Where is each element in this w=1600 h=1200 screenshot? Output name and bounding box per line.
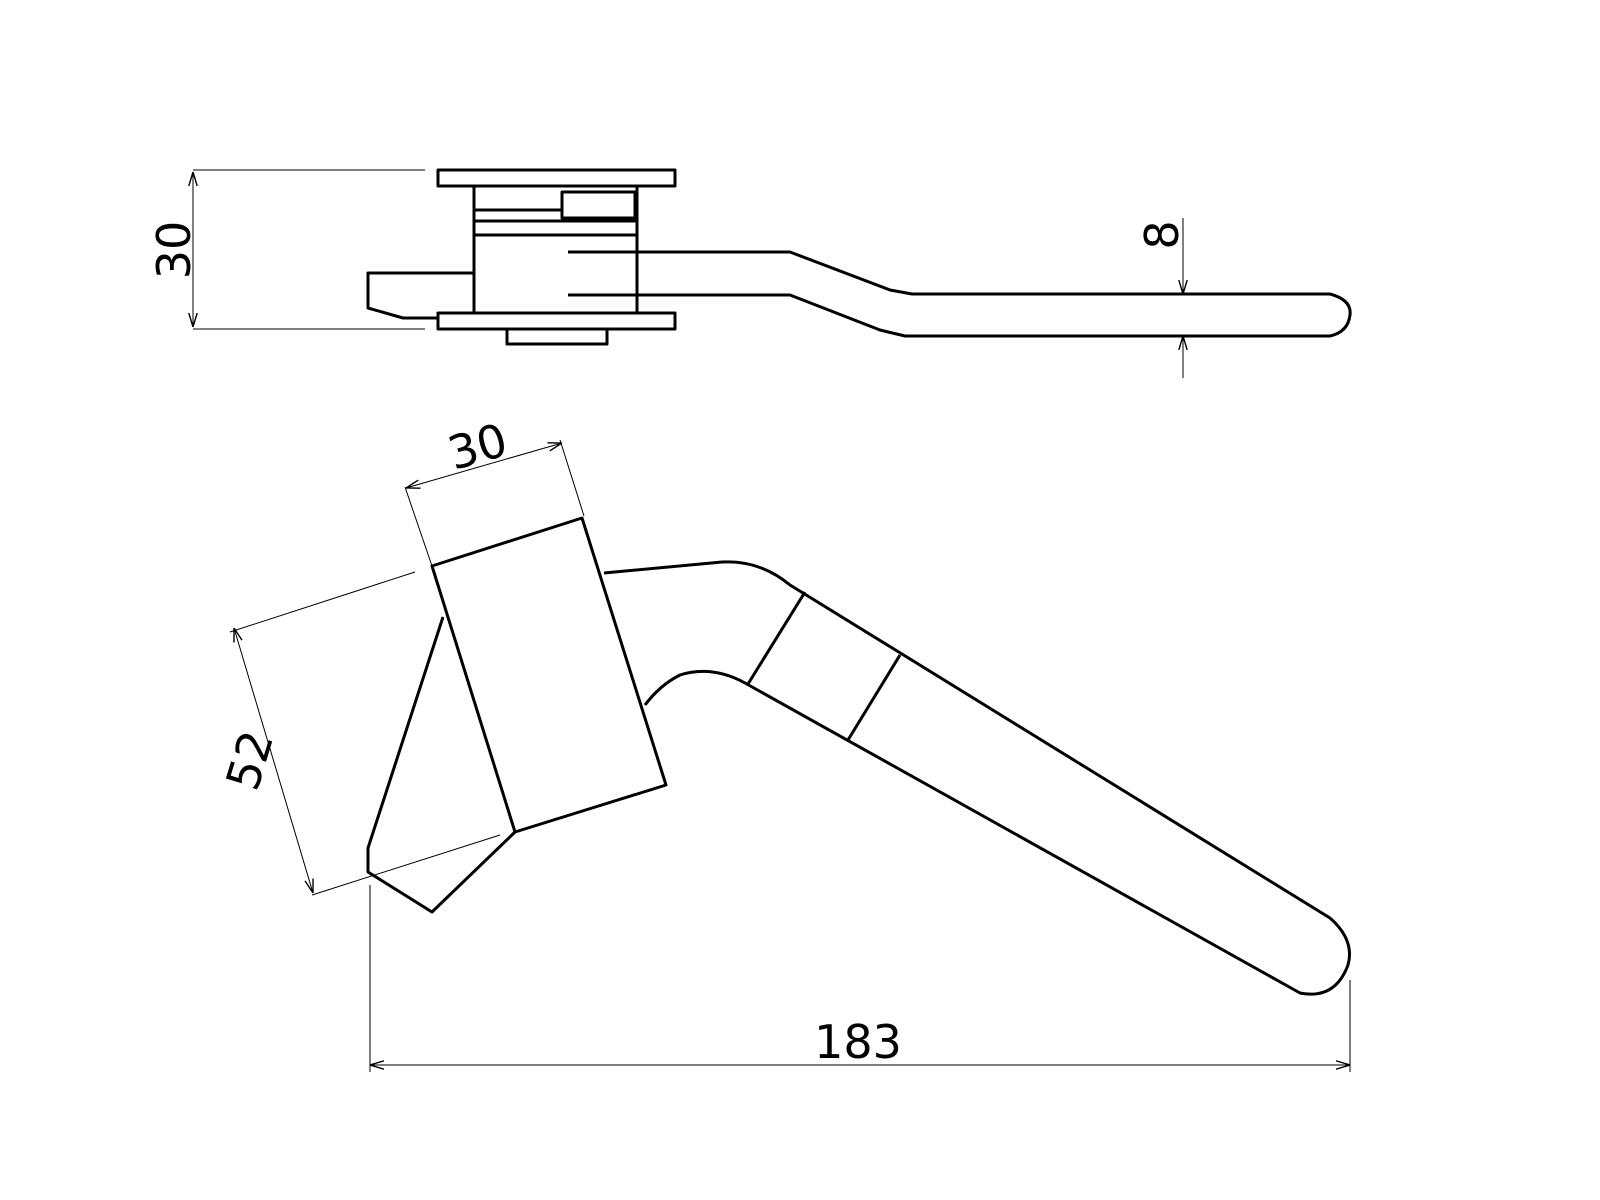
body — [472, 186, 639, 313]
dimension-label: 183 — [814, 1015, 902, 1069]
dimension-label: 30 — [147, 221, 201, 280]
dimension-label: 52 — [215, 724, 284, 796]
base-block — [430, 516, 668, 834]
top-view — [366, 168, 1352, 346]
handle-side-view — [603, 560, 1351, 996]
body-slot — [560, 190, 637, 220]
dimension-width-30: 30 — [405, 413, 585, 567]
latch-cam — [366, 616, 517, 914]
bottom-boss — [505, 327, 609, 346]
dimension-thickness-8: 8 — [1135, 218, 1189, 378]
bottom-flange — [436, 311, 677, 331]
dimension-height-30: 30 — [147, 169, 425, 330]
side-view — [366, 516, 1351, 996]
top-flange — [436, 168, 677, 188]
dimension-label: 8 — [1135, 220, 1189, 249]
dimension-depth-52: 52 — [215, 571, 501, 896]
dimension-label: 30 — [442, 413, 513, 481]
latch-tab — [366, 271, 474, 320]
handle-top-view — [568, 250, 1352, 338]
handle-grip-lines — [746, 591, 902, 741]
dimension-length-183: 183 — [369, 885, 1351, 1072]
